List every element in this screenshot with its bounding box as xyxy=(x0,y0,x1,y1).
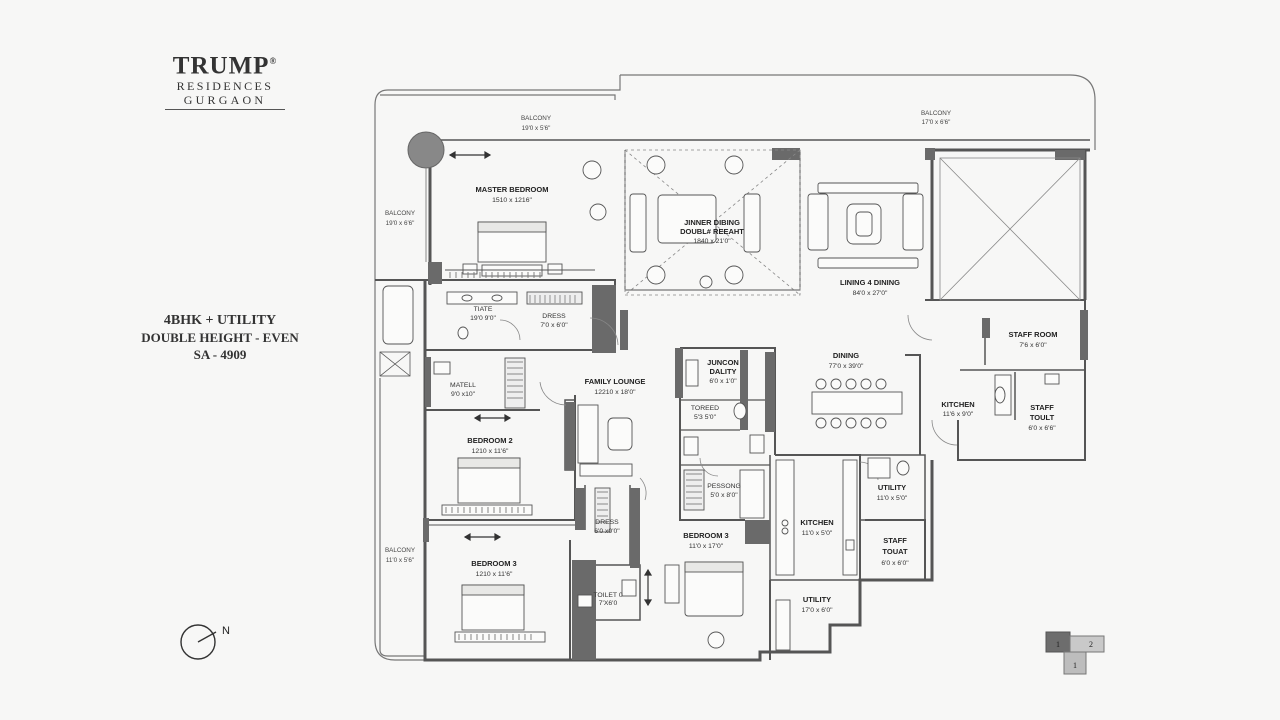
bedroom2-bed xyxy=(441,457,533,516)
inner-dining-label2: DOUBL# REEAHT xyxy=(680,227,744,236)
compass xyxy=(180,624,217,660)
utility-right-label: UTILITY xyxy=(878,483,906,492)
toilet-small-dims: 7'X6'0 xyxy=(599,600,618,607)
brand-line2: RESIDENCES xyxy=(176,79,274,94)
dress-master-label: DRESS xyxy=(542,313,566,320)
round-column xyxy=(407,131,445,169)
kitchen-right-label: KITCHEN xyxy=(941,400,974,409)
key-plan-cell-3: 1 xyxy=(1073,661,1077,670)
brand-reg: ® xyxy=(269,56,278,66)
utility-right-dims: 11'0 x 5'0" xyxy=(877,495,908,502)
junction-label: JUNCON xyxy=(707,358,739,367)
bedroom-3-left-label: BEDROOM 3 xyxy=(471,559,516,568)
utility-bottom-dims: 17'0 x 6'0" xyxy=(801,607,833,614)
wall-blocks xyxy=(423,148,1088,660)
balcony-top-right-label: BALCONY xyxy=(921,110,952,117)
dress-lower-dims: 6'0 x0'0" xyxy=(594,528,620,535)
kitchen-center-label: KITCHEN xyxy=(800,518,833,527)
tiate-dims: 19'0 9'0" xyxy=(470,315,496,322)
bedroom-3-left-dims: 1210 x 11'6" xyxy=(476,571,513,578)
key-plan-cell-2: 2 xyxy=(1089,640,1093,649)
balcony-left-label: BALCONY xyxy=(385,210,416,217)
pessong-dims: 5'0 x 8'0" xyxy=(710,492,738,499)
matell-label: MATELL xyxy=(450,382,476,389)
balcony-top-right-dims: 17'0 x 6'6" xyxy=(922,119,951,126)
toreed-dims: 5'3 5'0" xyxy=(694,414,717,421)
brand-line3: GURGAON xyxy=(183,93,267,108)
master-bedroom-label: MASTER BEDROOM xyxy=(476,185,549,194)
sliding-door-markers xyxy=(448,150,653,607)
center-toilet-fixtures xyxy=(433,357,765,608)
staff-toilet-top-label2: TOULT xyxy=(1030,413,1055,422)
shaft xyxy=(379,351,411,377)
dining-dims: 77'0 x 39'0" xyxy=(829,363,864,370)
unit-area: SA - 4909 xyxy=(193,347,247,362)
bedroom-3-center-label: BEDROOM 3 xyxy=(683,531,728,540)
brand-line1: TRUMP xyxy=(172,52,270,80)
balcony-lower-left-dims: 11'0 x 5'6" xyxy=(386,557,414,564)
utility-bottom-label: UTILITY xyxy=(803,595,831,604)
compass-label: N xyxy=(222,625,230,637)
family-lounge-furniture xyxy=(577,404,633,477)
balcony-top-label: BALCONY xyxy=(521,115,552,122)
unit-height: DOUBLE HEIGHT - EVEN xyxy=(141,330,299,345)
tiate-label: TIATE xyxy=(474,306,493,313)
key-plan-cell-1: 1 xyxy=(1056,640,1060,649)
staff-fixtures xyxy=(994,373,1060,416)
bedroom3-left-bed xyxy=(454,584,546,643)
toreed-label: TOREED xyxy=(691,405,719,412)
staff-toilet-bottom-label2: TOUAT xyxy=(882,547,908,556)
balcony-left-dims: 19'0 x 6'6" xyxy=(386,220,415,227)
kitchen-right-dims: 11'6 x 9'0" xyxy=(943,411,974,418)
master-bedroom-dims: 1510 x 1216" xyxy=(492,197,532,204)
matell-dims: 9'0 x10" xyxy=(451,391,476,398)
staff-room-label: STAFF ROOM xyxy=(1008,330,1057,339)
kitchen-center-dims: 11'0 x 5'0" xyxy=(802,530,833,537)
staff-room-dims: 7'6 x 6'0" xyxy=(1019,342,1047,349)
family-lounge-label: FAMILY LOUNGE xyxy=(585,377,646,386)
brand-underline xyxy=(165,109,285,111)
living-dining-dims: 84'0 x 27'0" xyxy=(853,290,888,297)
staff-toilet-top-dims: 6'0 x 6'6" xyxy=(1028,425,1056,432)
master-bath xyxy=(382,285,583,345)
living-furniture xyxy=(807,182,924,269)
staff-toilet-bottom-dims: 6'0 x 6'0" xyxy=(881,560,909,567)
balcony-lower-left-label: BALCONY xyxy=(385,547,416,554)
master-bed xyxy=(445,221,595,278)
inner-dining-dims: 1840 x 21'0" xyxy=(693,238,731,245)
junction-label2: DALITY xyxy=(709,367,736,376)
key-plan xyxy=(1045,631,1105,675)
family-lounge-dims: 12210 x 18'0" xyxy=(594,389,636,396)
staff-toilet-bottom-label: STAFF xyxy=(883,536,907,545)
brand-logo: TRUMP® RESIDENCES GURGAON xyxy=(150,48,300,111)
unit-info: 4BHK + UTILITY DOUBLE HEIGHT - EVEN SA -… xyxy=(120,312,320,363)
junction-dims: 6'0 x 1'0" xyxy=(709,378,737,385)
living-dining-label: LINING 4 DINING xyxy=(840,278,900,287)
dress-master-dims: 7'0 x 6'0" xyxy=(540,322,568,329)
pessong-label: PESSONG xyxy=(707,483,741,490)
balcony-top-dims: 19'0 x 5'6" xyxy=(522,125,551,132)
bedroom-2-label: BEDROOM 2 xyxy=(467,436,512,445)
inner-dining-label: JINNER DIBING xyxy=(684,218,740,227)
dress-lower-label: DRESS xyxy=(595,519,619,526)
kitchen-counters xyxy=(775,457,910,651)
bedroom3-center-bed xyxy=(664,561,744,649)
bedroom-2-dims: 1210 x 11'6" xyxy=(472,448,509,455)
dining-label: DINING xyxy=(833,351,859,360)
bedroom-3-center-dims: 11'0 x 17'0" xyxy=(689,543,724,550)
staff-toilet-top-label: STAFF xyxy=(1030,403,1054,412)
toilet-small-label: TOILET 0 xyxy=(593,592,622,599)
room-labels: BALCONY 19'0 x 5'6" BALCONY 17'0 x 6'6" … xyxy=(222,110,1093,670)
dining-table xyxy=(811,378,903,429)
balcony-outline xyxy=(374,74,1096,661)
inner-dining-furniture xyxy=(582,155,761,289)
unit-type: 4BHK + UTILITY xyxy=(163,313,277,328)
